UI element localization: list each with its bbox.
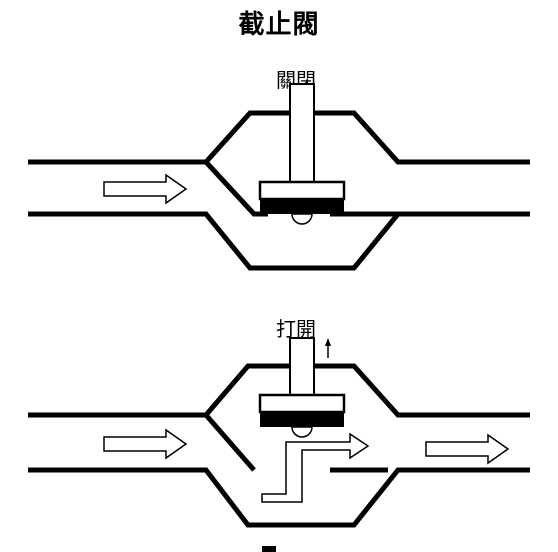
closed-valve-disc-top bbox=[258, 180, 346, 201]
open-valve bbox=[28, 363, 530, 528]
closed-valve-disc-seal bbox=[260, 199, 344, 214]
closed-valve-top-wall bbox=[28, 110, 530, 165]
closed-valve-stem bbox=[289, 83, 315, 183]
open-valve-stem-assembly bbox=[258, 337, 346, 438]
open-valve-stem bbox=[289, 337, 315, 396]
closed-valve-disc-nub bbox=[291, 213, 313, 225]
open-valve-disc-nub bbox=[291, 426, 313, 438]
closed-valve-partition bbox=[204, 160, 268, 217]
open-valve-partition-left bbox=[204, 413, 256, 472]
bottom-crop-mark bbox=[262, 546, 276, 552]
open-through-flow-arrow bbox=[261, 432, 370, 503]
open-valve-disc-top bbox=[258, 393, 346, 414]
closed-valve-bottom-wall bbox=[28, 211, 530, 271]
open-up-arrow-head bbox=[325, 338, 331, 346]
open-outlet-flow-arrow bbox=[425, 433, 510, 465]
closed-inlet-flow-arrow bbox=[103, 173, 188, 205]
open-valve-top-wall bbox=[28, 363, 530, 418]
closed-valve-stem-assembly bbox=[258, 83, 346, 225]
diagram-title: 截止閥 bbox=[238, 10, 320, 40]
open-valve-disc-seal bbox=[260, 412, 344, 427]
open-inlet-flow-arrow bbox=[103, 428, 188, 460]
open-valve-bottom-wall bbox=[28, 467, 530, 528]
